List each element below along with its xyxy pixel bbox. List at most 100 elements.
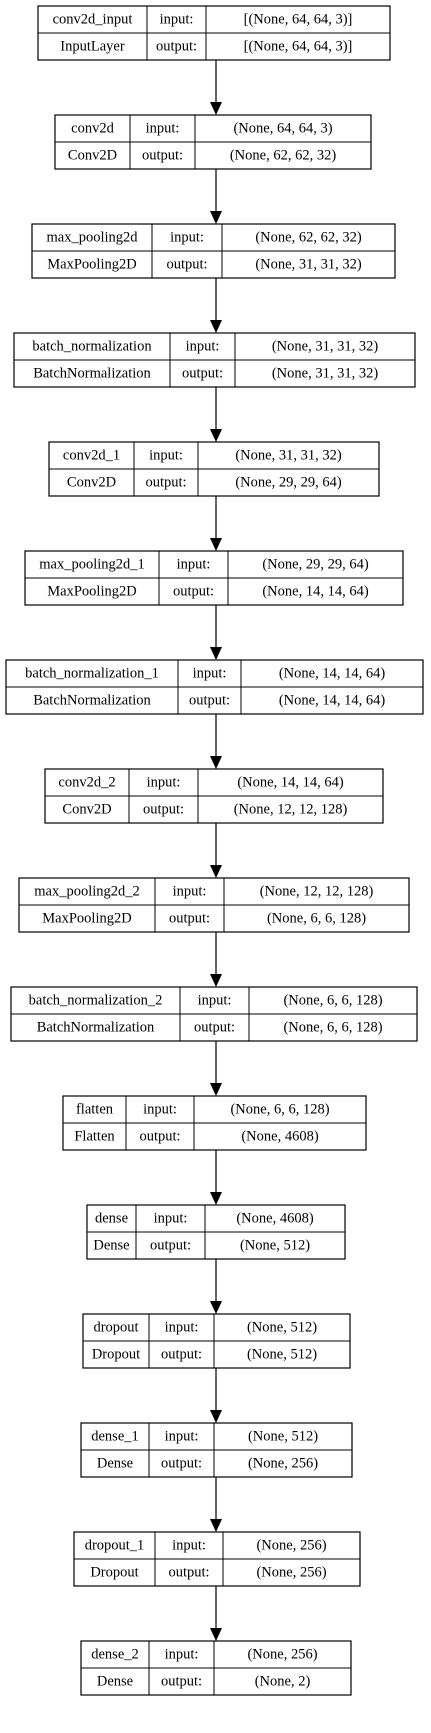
input-shape: (None, 256) [256,1538,326,1554]
edge-arrow [210,714,222,769]
output-shape: (None, 512) [240,1238,310,1254]
output-shape: (None, 14, 14, 64) [262,584,368,600]
input-shape: (None, 6, 6, 128) [230,1102,329,1118]
layer-type: Conv2D [67,475,116,491]
output-shape: (None, 256) [256,1565,326,1581]
layer-type: Dropout [90,1565,138,1581]
layer-type: MaxPooling2D [47,584,136,600]
edge-arrow [210,605,222,660]
input-label: input: [173,884,207,900]
layer-name: batch_normalization [32,339,152,355]
output-label: output: [189,693,230,709]
input-label: input: [193,666,227,682]
edge-arrow [210,932,222,987]
layer-type: BatchNormalization [37,1020,155,1036]
arrowhead-icon [210,1628,222,1641]
edge-arrow [210,823,222,878]
diagram-nodes: conv2d_inputInputLayerinput:output:[(Non… [5,5,424,1696]
layer-type: MaxPooling2D [47,257,136,273]
input-shape: (None, 29, 29, 64) [262,557,368,573]
layer-node-max_pooling2d: max_pooling2dMaxPooling2Dinput:output:(N… [31,223,396,279]
input-label: input: [172,1538,206,1554]
arrowhead-icon [210,320,222,333]
arrowhead-icon [210,974,222,987]
input-label: input: [198,993,232,1009]
diagram-edges [210,60,222,1641]
layer-type: InputLayer [60,39,125,55]
layer-type: Flatten [74,1129,115,1145]
arrowhead-icon [210,1410,222,1423]
layer-type: Dense [97,1674,133,1690]
output-label: output: [161,1347,202,1363]
input-shape: (None, 14, 14, 64) [279,666,385,682]
layer-node-conv2d_input: conv2d_inputInputLayerinput:output:[(Non… [37,5,391,61]
output-label: output: [143,802,184,818]
layer-node-max_pooling2d_2: max_pooling2d_2MaxPooling2Dinput:output:… [18,877,410,933]
input-label: input: [165,1647,199,1663]
arrowhead-icon [210,756,222,769]
output-label: output: [161,1674,202,1690]
output-label: output: [145,475,186,491]
layer-name: conv2d_2 [58,775,115,791]
output-shape: (None, 62, 62, 32) [230,148,336,164]
layer-type: Conv2D [62,802,111,818]
output-shape: [(None, 64, 64, 3)] [244,39,353,55]
output-shape: (None, 12, 12, 128) [234,802,348,818]
arrowhead-icon [210,647,222,660]
edge-arrow [210,496,222,551]
arrowhead-icon [210,1083,222,1096]
input-shape: (None, 62, 62, 32) [255,230,361,246]
arrowhead-icon [210,1519,222,1532]
output-label: output: [182,366,223,382]
output-label: output: [168,1565,209,1581]
edge-arrow [210,1586,222,1641]
input-label: input: [165,1429,199,1445]
layer-name: dense_2 [91,1647,139,1663]
layer-name: dense_1 [91,1429,139,1445]
output-shape: (None, 4608) [241,1129,318,1145]
input-label: input: [160,12,194,28]
input-shape: [(None, 64, 64, 3)] [244,12,353,28]
output-label: output: [194,1020,235,1036]
layer-type: MaxPooling2D [42,911,131,927]
input-label: input: [146,121,180,137]
layer-name: max_pooling2d_2 [34,884,140,900]
input-shape: (None, 512) [247,1320,317,1336]
output-label: output: [139,1129,180,1145]
output-label: output: [156,39,197,55]
layer-name: dropout_1 [85,1538,145,1554]
output-shape: (None, 31, 31, 32) [255,257,361,273]
arrowhead-icon [210,211,222,224]
arrowhead-icon [210,538,222,551]
output-shape: (None, 29, 29, 64) [235,475,341,491]
input-shape: (None, 31, 31, 32) [235,448,341,464]
output-label: output: [150,1238,191,1254]
layer-type: BatchNormalization [33,366,151,382]
arrowhead-icon [210,1301,222,1314]
edge-arrow [210,387,222,442]
layer-node-batch_normalization: batch_normalizationBatchNormalizationinp… [13,332,416,388]
input-shape: (None, 512) [248,1429,318,1445]
input-label: input: [165,1320,199,1336]
input-shape: (None, 256) [247,1647,317,1663]
output-shape: (None, 512) [247,1347,317,1363]
layer-type: Conv2D [68,148,117,164]
arrowhead-icon [210,865,222,878]
output-shape: (None, 6, 6, 128) [283,1020,382,1036]
output-shape: (None, 256) [248,1456,318,1472]
layer-node-max_pooling2d_1: max_pooling2d_1MaxPooling2Dinput:output:… [24,550,404,606]
layer-name: conv2d_1 [63,448,120,464]
edge-arrow [210,1150,222,1205]
output-shape: (None, 14, 14, 64) [279,693,385,709]
input-label: input: [177,557,211,573]
edge-arrow [210,1477,222,1532]
layer-name: batch_normalization_2 [29,993,163,1009]
output-shape: (None, 6, 6, 128) [267,911,366,927]
